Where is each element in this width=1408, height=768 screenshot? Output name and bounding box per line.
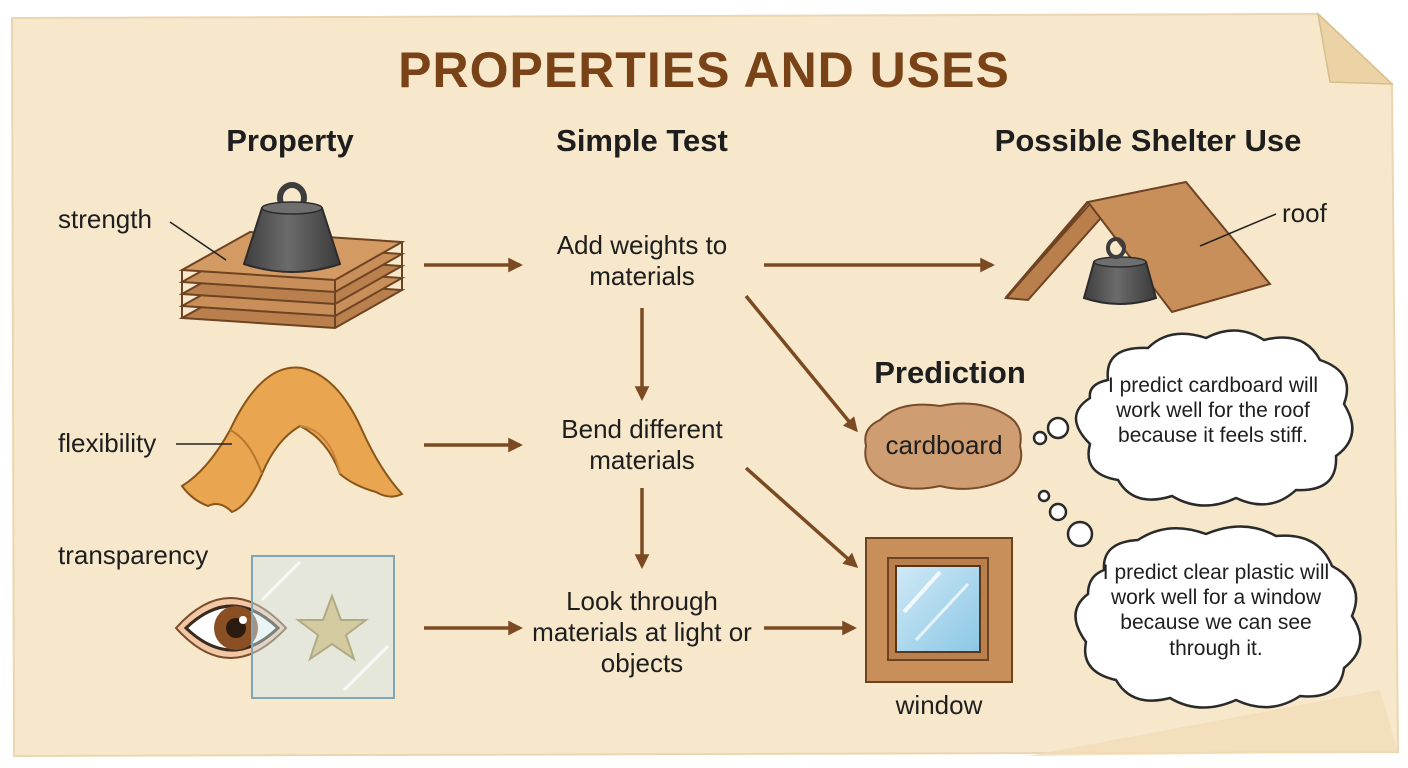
paper-curl-top [1316,11,1394,85]
paper-background [10,12,1400,758]
roof-illustration [1003,180,1272,314]
arrow-bend-to-window [744,466,859,568]
use-window-label: window [895,690,983,720]
window-illustration [865,537,1013,683]
cloth-illustration [180,366,404,514]
thought-window-text: I predict clear plastic will work well f… [1102,561,1330,660]
weight-illustration [242,182,342,273]
flow-arrows [424,257,995,636]
cardboard-chip-shape [864,402,1023,490]
prediction-material-chip: cardboard [885,430,1003,460]
paper-curl-bottom [1028,690,1398,756]
test-add-weights: Add weights to materials [556,230,728,292]
property-flexibility-label: flexibility [58,428,157,458]
property-transparency-label: transparency [58,540,209,570]
star-illustration [295,593,369,662]
arrow-weights-to-cardboard [744,294,858,433]
test-look-through: Look through materials at light or objec… [532,586,752,679]
header-property: Property [226,123,354,158]
prediction-heading: Prediction [874,355,1026,390]
thought-bubble-roof [1032,329,1354,507]
header-possible-shelter-use: Possible Shelter Use [994,123,1302,158]
cardboard-stack-illustration [178,230,406,330]
clear-plastic-sheet-illustration [251,555,395,699]
thought-roof-text: I predict cardboard will work well for t… [1107,374,1319,448]
thought-bubble-window [1037,489,1362,709]
eye-illustration [174,597,288,659]
test-bend-materials: Bend different materials [561,414,723,476]
use-roof-label: roof [1282,198,1327,228]
page-title: PROPERTIES AND USES [398,42,1010,98]
header-simple-test: Simple Test [556,123,728,158]
property-strength-label: strength [58,204,152,234]
